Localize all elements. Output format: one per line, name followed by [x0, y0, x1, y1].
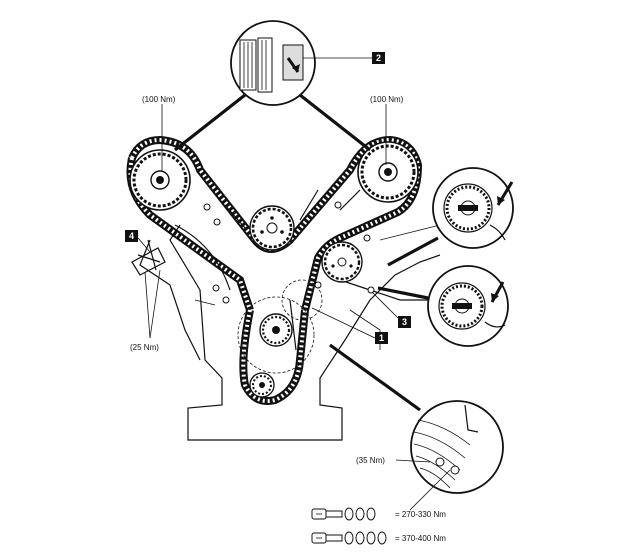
chain-guides: [174, 189, 361, 351]
callout-box-1: 1: [375, 332, 388, 344]
bolt-spec-value-2: = 370-400 Nm: [395, 534, 446, 543]
mounting-bolts: [203, 201, 375, 304]
detail-right-lower-link: [377, 286, 429, 300]
leader-crank-lower: [409, 469, 451, 511]
bolt-spec-row-2: = 370-400 Nm: [311, 531, 446, 545]
timing-chain-lower: [239, 309, 309, 405]
leader-3: [371, 291, 399, 319]
detail-right-lower-zoom: [427, 265, 509, 347]
callout-box-3: 3: [398, 316, 411, 328]
svg-text:3: 3: [402, 317, 407, 327]
leader-1: [311, 307, 376, 339]
detail-top-link-right: [299, 93, 371, 152]
crank-sprocket: [259, 313, 293, 347]
right-cam-sprocket: [357, 141, 419, 203]
detail-top-zoom: [230, 20, 316, 106]
right-idler-sprocket: [321, 241, 363, 283]
left-cam-sprocket: [129, 149, 191, 211]
detail-right-upper-zoom: [432, 167, 514, 249]
oil-pump-sprocket: [249, 372, 275, 398]
svg-text:1: 1: [379, 333, 384, 343]
crank-detail-torque-label: (35 Nm): [356, 456, 385, 465]
svg-text:4: 4: [129, 231, 134, 241]
center-idler-sprocket: [249, 205, 295, 251]
right-cam-torque-label: (100 Nm): [370, 95, 404, 104]
bolt-spec-row-1: = 270-330 Nm: [311, 507, 446, 521]
guide-bolt-torque-label: (25 Nm): [130, 343, 159, 352]
svg-text:2: 2: [376, 53, 381, 63]
detail-bottom-zoom: [410, 400, 504, 494]
detail-right-upper-link: [387, 236, 439, 267]
left-cam-torque-label: (100 Nm): [142, 95, 176, 104]
detail-top-link-left: [174, 93, 246, 152]
idler-detail-circle: [281, 279, 323, 321]
leader-25nm-b: [144, 271, 151, 339]
crank-detail-circle: [237, 296, 315, 374]
leader-25nm-a: [149, 269, 161, 339]
leader-4: [137, 237, 151, 253]
detail-bottom-link: [329, 343, 421, 412]
bolt-spec-value-1: = 270-330 Nm: [395, 510, 446, 519]
callout-box-4: 4: [125, 230, 138, 242]
leader-crank-torque: [395, 459, 431, 463]
tensioner-assembly: [131, 239, 166, 276]
callout-box-2: 2: [372, 52, 385, 64]
